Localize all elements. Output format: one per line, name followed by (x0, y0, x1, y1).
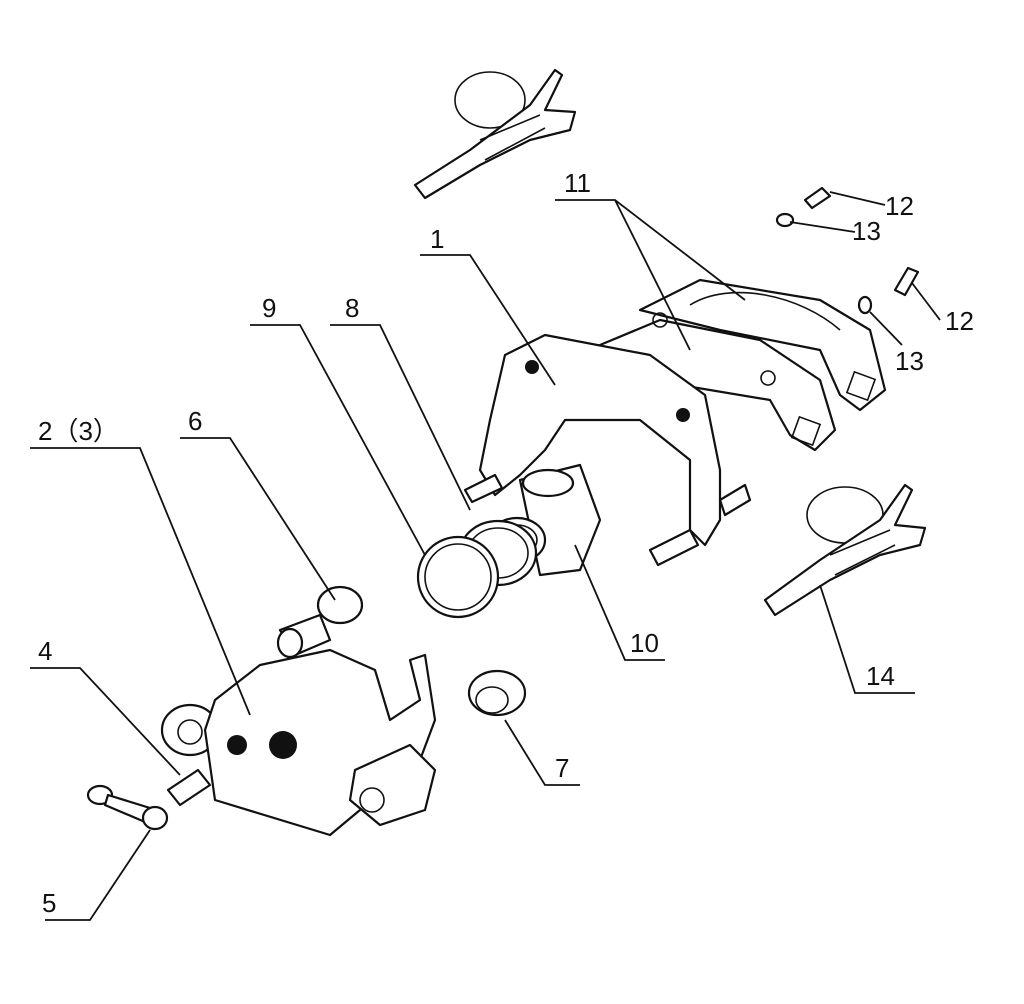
brake-pads (598, 278, 887, 452)
callout-9: 9 (262, 293, 276, 323)
callout-12-upper: 12 (885, 191, 914, 221)
callout-13-lower: 13 (895, 346, 924, 376)
spring-clip-top (413, 68, 577, 200)
callout-14: 14 (866, 661, 895, 691)
spring-clip-14 (763, 483, 927, 617)
callout-5: 5 (42, 888, 56, 918)
leader-lines (30, 191, 941, 921)
callout-1: 1 (430, 224, 444, 254)
bolts-washers (775, 186, 920, 315)
callout-13-upper: 13 (852, 216, 881, 246)
slide-pin-boot (276, 585, 364, 659)
callout-4: 4 (38, 636, 52, 666)
bleeder-and-banjo (86, 768, 212, 831)
callout-7: 7 (555, 753, 569, 783)
callout-8: 8 (345, 293, 359, 323)
caliper-bracket (463, 333, 752, 567)
callout-11: 11 (564, 168, 591, 198)
callout-6: 6 (188, 406, 202, 436)
callout-12-lower: 12 (945, 306, 974, 336)
dust-boot (467, 669, 527, 717)
caliper-body (160, 648, 437, 837)
seals (416, 516, 547, 619)
callout-2-3: 2（3） (38, 416, 119, 446)
callout-10: 10 (630, 628, 659, 658)
